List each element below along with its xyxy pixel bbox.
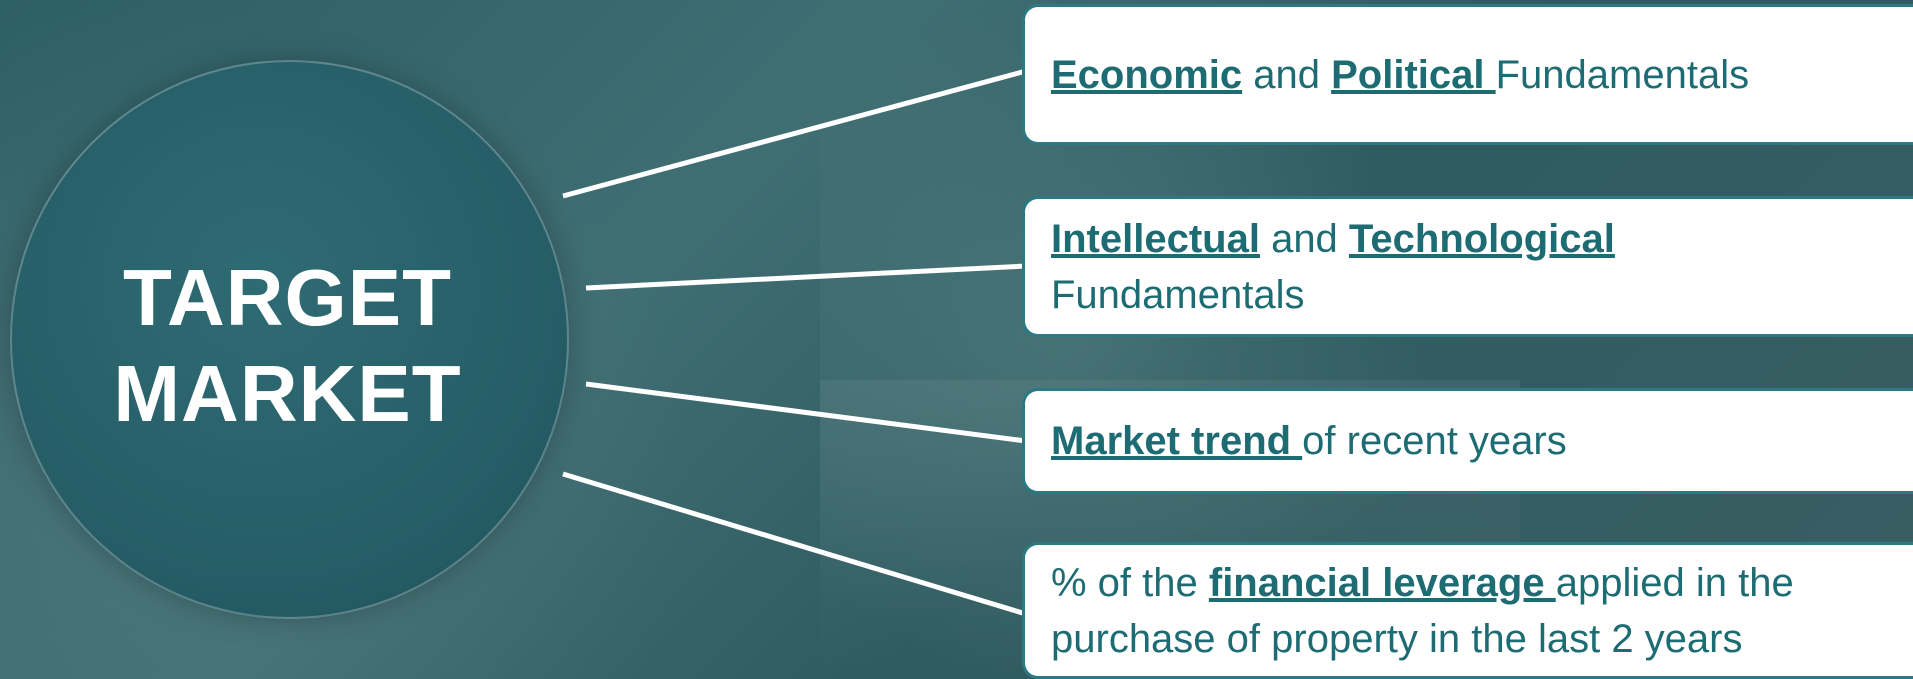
target-market-circle [10, 60, 569, 619]
factor-prefix: % of the [1051, 560, 1209, 605]
factor-text: Economic and Political Fundamentals [1051, 47, 1749, 103]
factor-line-1: Intellectual and Technological [1051, 211, 1615, 267]
factor-keyword: Political [1331, 52, 1496, 97]
connector-line-4 [562, 471, 1027, 617]
factor-box-financial-leverage: % of the financial leverage applied in t… [1022, 542, 1913, 679]
connector-line-3 [585, 381, 1027, 444]
title-line-2: MARKET [113, 349, 462, 438]
factor-keyword: Technological [1348, 216, 1615, 261]
factor-text: Market trend of recent years [1051, 413, 1567, 469]
factor-keyword: Economic [1051, 52, 1243, 97]
connector-line-1 [562, 68, 1027, 199]
factor-keyword: Market trend [1051, 419, 1303, 463]
factor-line-2: Fundamentals [1051, 272, 1305, 317]
target-market-title: TARGET MARKET [10, 250, 565, 442]
factor-box-intellectual-technological: Intellectual and Technological Fundament… [1022, 196, 1913, 337]
factor-box-market-trend: Market trend of recent years [1022, 388, 1913, 494]
factor-line-1: % of the financial leverage applied in t… [1051, 555, 1794, 611]
title-line-1: TARGET [123, 253, 452, 342]
factor-suffix: Fundamentals [1495, 52, 1750, 97]
factor-text: % of the financial leverage applied in t… [1051, 555, 1794, 667]
factor-keyword: financial leverage [1208, 560, 1556, 605]
connector-line-2 [585, 263, 1027, 291]
factor-connector-word: and [1242, 52, 1332, 97]
factor-suffix: applied in the [1555, 560, 1794, 605]
factor-suffix: of recent years [1302, 419, 1567, 463]
factor-connector-word: and [1259, 216, 1349, 261]
factor-keyword: Intellectual [1051, 216, 1260, 261]
factor-line-2: purchase of property in the last 2 years [1051, 616, 1743, 661]
factor-text: Intellectual and Technological Fundament… [1051, 211, 1615, 323]
factor-box-economic-political: Economic and Political Fundamentals [1022, 4, 1913, 145]
